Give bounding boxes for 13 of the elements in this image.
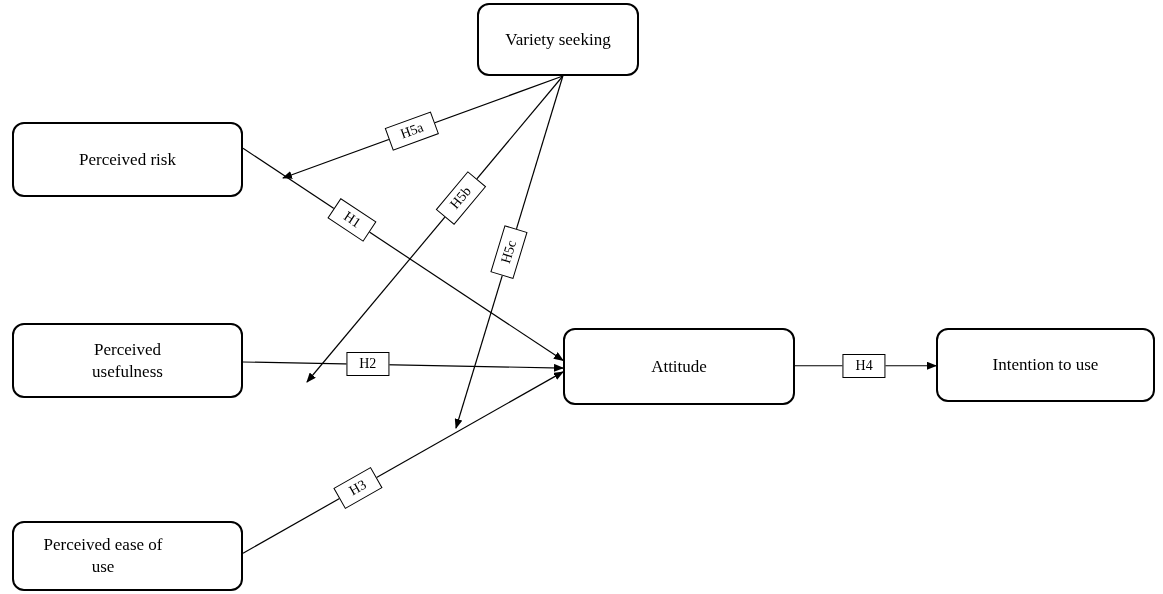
construct-box: Attitude [563,328,795,405]
arrow [242,147,564,361]
construct-box: Perceived ease of use [12,521,243,591]
construct-box: Perceived risk [12,122,243,197]
edge-label: H4 [842,353,886,378]
construct-box: Variety seeking [477,3,639,76]
edge-label: H5a [384,111,439,151]
construct-box: Intention to use [936,328,1155,402]
edge-label: H5b [435,171,486,226]
arrow [242,371,564,554]
edge-label: H3 [333,466,383,509]
construct-box: Perceived usefulness [12,323,243,398]
edge-label: H2 [346,352,390,377]
